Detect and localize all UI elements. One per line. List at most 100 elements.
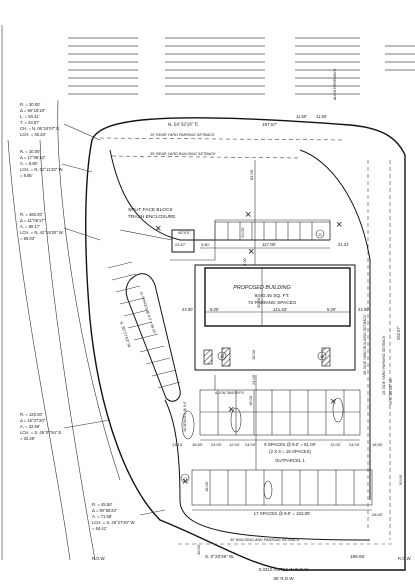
dim-2400-mid2: 24.00'	[245, 442, 256, 447]
svg-text:×: ×	[155, 223, 161, 235]
enclosure-leader	[119, 229, 173, 241]
svg-text:A. = 8.98': A. = 8.98'	[20, 161, 38, 166]
dimension-lines	[192, 160, 372, 511]
south-bearing: S. 0°20'29" W.	[205, 554, 234, 559]
rear-parking-setback: 10' REAR YARD PARKING SETBACK	[150, 133, 215, 137]
number-markers	[180, 229, 327, 483]
dim-1200-a: 12.00'	[229, 442, 240, 447]
south-distance: 186.66'	[350, 554, 365, 559]
dim-500-right: 5.00'	[327, 307, 336, 312]
side-parking-setback: 10' SIDE YARD PARKING SETBACK	[382, 335, 386, 395]
dim-1800-bottom: 18.00'	[204, 481, 209, 492]
dim-500-left: 5.00'	[210, 307, 219, 312]
svg-text:Δ = 96°16'16": Δ = 96°16'16"	[20, 108, 46, 113]
dim-1150-b: 11.50'	[316, 114, 327, 119]
top-parking-row	[227, 222, 313, 240]
curve-table-5: R. = 45.50' Δ = 90°56'22" A. = 71.58' LC…	[92, 502, 135, 531]
num-11: 11	[318, 233, 322, 237]
row-label-left: R.O.W.	[92, 556, 106, 561]
svg-text:R. = 45.50': R. = 45.50'	[92, 502, 112, 507]
num-13: 13	[220, 355, 224, 359]
dim-380: 3.80'	[201, 242, 210, 247]
dim-2400-mid: 24.00'	[211, 442, 222, 447]
curve-leaders	[61, 123, 166, 516]
svg-text:LCH. = S. 46°27'20" W.: LCH. = S. 46°27'20" W.	[92, 520, 135, 525]
dim-1800-lower: 18.00'	[248, 395, 253, 406]
svg-text:LCH. = S. 45°07'54" E.: LCH. = S. 45°07'54" E.	[20, 430, 63, 435]
curve-table-1: R. = 30.00' Δ = 96°16'16" L. = 50.41' T.…	[20, 102, 60, 137]
svg-text:Δ = 15°37'20": Δ = 15°37'20"	[20, 418, 46, 423]
svg-text:×: ×	[245, 209, 251, 221]
svg-text:×: ×	[330, 396, 336, 408]
row-width-label: 30' R.O.W.	[273, 576, 294, 581]
svg-text:A. = 32.66': A. = 32.66'	[20, 424, 40, 429]
align-takeoffs-label: ALIGN TAKEOFFS	[215, 391, 244, 395]
rear-building-setback-line	[111, 155, 301, 159]
building-parking: 72 PARKING SPACES	[248, 300, 296, 306]
acres-label: 0.3312 ACRES IN R.O.W.	[259, 567, 310, 572]
dim-1315: 13.15'	[172, 442, 183, 447]
svg-text:T. = 33.57': T. = 33.57'	[20, 120, 40, 125]
building-title: PROPOSED BUILDING	[233, 285, 291, 291]
svg-text:Δ = 17°08'14": Δ = 17°08'14"	[20, 155, 46, 160]
svg-text:LCH. = 45.28': LCH. = 45.28'	[20, 132, 46, 137]
num-12: 12	[320, 355, 324, 359]
adjacent-parking-lot	[68, 37, 415, 95]
west-spaces: 11 SPACES @ 9.0' = 99.00'	[139, 291, 157, 335]
svg-text:R. = 120.00': R. = 120.00'	[20, 412, 43, 417]
property-boundary	[85, 117, 406, 571]
building-width: 141.33'	[273, 307, 287, 312]
proposed-building	[204, 267, 351, 327]
curve-table-3: R. = 460.00' Δ = 11°06'17" A. = 80.17' L…	[20, 212, 64, 241]
svg-text:A. = 71.58': A. = 71.58'	[92, 514, 112, 519]
east-spaces: 18 SPACES @ 9.0'	[183, 401, 187, 432]
dim-1200-b: 12.00'	[330, 442, 341, 447]
svg-text:LCH. = N. 42°19'20" W.: LCH. = N. 42°19'20" W.	[20, 230, 64, 235]
rear-parking-setback-line	[99, 137, 346, 141]
east-distance: 262.67'	[396, 326, 401, 340]
dim-2400-mid3: 24.00'	[349, 442, 360, 447]
dim-9000: 90.00'	[398, 474, 403, 485]
svg-text:A. = 80.17': A. = 80.17'	[20, 224, 40, 229]
svg-text:R. = 30.00': R. = 30.00'	[20, 149, 40, 154]
dim-2121: 21.21'	[338, 242, 349, 247]
lower-parking-rows	[181, 389, 373, 506]
diagonal-parking-left	[107, 261, 181, 402]
dim-2400-right: 24.00'	[358, 307, 369, 312]
front-setback: 40' BUILDING AND PARKING SETBACK	[230, 538, 300, 542]
ada-hatch-far-left	[203, 349, 213, 365]
dim-117: 117.00'	[262, 242, 276, 247]
spaces-9: 9 SPACES @ 9.0' = 81.00'	[264, 442, 316, 447]
svg-text:×: ×	[228, 404, 234, 416]
spaces-2x9: (2 X 9 = 18 SPACES)	[269, 449, 311, 454]
site-curbs	[109, 149, 371, 541]
outparcel-label: OUTPARCEL 1	[275, 458, 306, 463]
svg-text:= 64.41': = 64.41'	[92, 526, 107, 531]
north-bearing: N. 54°33'16" E.	[168, 121, 199, 127]
building-depth: 60.00'	[256, 297, 261, 308]
dim-1850-left: 18.50'	[192, 442, 203, 447]
curve-table-4: R. = 120.00' Δ = 15°37'20" A. = 32.66' L…	[20, 412, 63, 441]
dim-1150-a: 11.50'	[296, 114, 307, 119]
svg-text:= 8.95': = 8.95'	[20, 173, 33, 178]
align-driveways-label: ALIGN DRIVEWAYS	[333, 68, 337, 100]
left-roadway	[1, 25, 121, 561]
dim-1800-vert: 18.00'	[251, 349, 256, 360]
side-building-setback: 30' SIDE YARD BUILDING SETBACK	[363, 314, 367, 375]
enclosure-line1: SPLIT FACE BLOCK	[128, 207, 173, 213]
curve-table-2: R. = 30.00' Δ = 17°08'14" A. = 8.98' LCH…	[20, 149, 63, 178]
rear-building-setback: 30' REAR YARD BUILDING SETBACK	[150, 152, 216, 156]
num-17: 17	[183, 477, 187, 481]
svg-text:L. = 50.41': L. = 50.41'	[20, 114, 40, 119]
dim-4000: 40.00'	[196, 544, 201, 555]
west-bearing: S. 36°27'53" W.	[119, 321, 132, 349]
dim-2000-top: 20.00'	[240, 227, 245, 238]
row-label-right: R.O.W.	[398, 556, 412, 561]
svg-text:LCH. = N. 02°11'30" W.: LCH. = N. 02°11'30" W.	[20, 167, 63, 172]
svg-text:= 32.48': = 32.48'	[20, 436, 35, 441]
spaces-17: 17 SPACES @ 9.0' = 153.00'	[254, 511, 311, 516]
dim-2400-left: 24.00'	[182, 307, 193, 312]
svg-text:×: ×	[336, 219, 342, 231]
dim-45deg: 45°0'0"	[178, 230, 191, 235]
